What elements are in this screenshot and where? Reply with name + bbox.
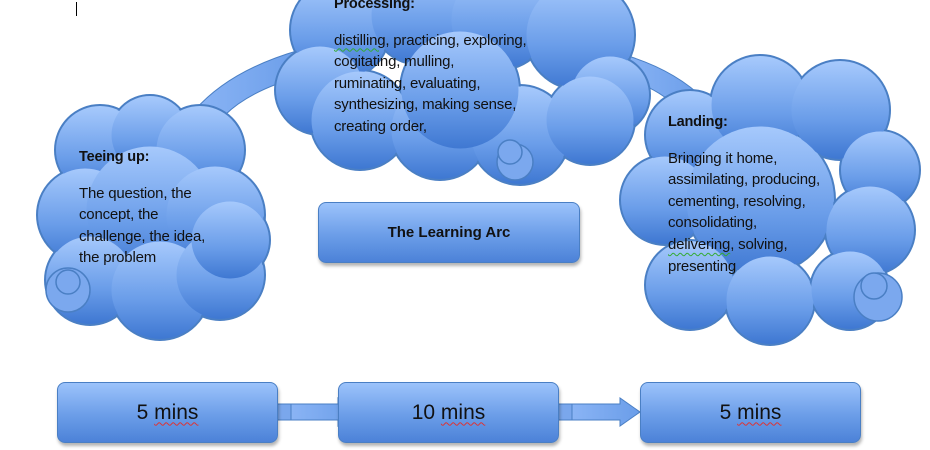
timeline-step-2: 10 mins (338, 382, 559, 443)
landing-line: Bringing it home, (668, 149, 778, 167)
teeing-line: concept, the (79, 206, 159, 224)
timeline-step-3: 5 mins (640, 382, 861, 443)
landing-cloud: Landing: Bringing it home, assimilating,… (668, 112, 820, 277)
step-value: 5 (136, 400, 149, 424)
timeline-step-1: 5 mins (57, 382, 278, 443)
teeing-up-shape (36, 94, 271, 341)
landing-line: , solving, (730, 235, 788, 253)
landing-word: delivering (668, 235, 731, 253)
landing-heading: Landing: (668, 114, 728, 130)
processing-line: synthesizing, making sense, (334, 96, 517, 114)
thought-bubble-icon (497, 139, 523, 165)
processing-line: creating order, (334, 117, 427, 135)
landing-line: presenting (668, 257, 737, 275)
teeing-up-cloud: Teeing up: The question, the concept, th… (79, 147, 205, 269)
thought-bubble-icon (55, 269, 81, 295)
teeing-up-heading: Teeing up: (79, 149, 150, 165)
processing-line: ruminating, evaluating, (334, 74, 481, 92)
learning-arc-label-box: The Learning Arc (318, 202, 580, 263)
step-unit: mins (154, 400, 199, 424)
text-cursor (76, 2, 77, 16)
processing-shape (274, 0, 651, 186)
processing-line: , practicing, exploring, (385, 31, 527, 49)
step-value: 5 (719, 400, 732, 424)
landing-line: assimilating, producing, (668, 171, 820, 189)
teeing-line: The question, the (79, 184, 192, 202)
step-unit: mins (737, 400, 782, 424)
step-value: 10 (411, 400, 436, 424)
teeing-line: challenge, the idea, (79, 227, 206, 245)
learning-arc-label: The Learning Arc (387, 224, 511, 241)
processing-line: cogitating, mulling, (334, 53, 455, 71)
processing-heading: Processing: (334, 0, 415, 12)
thought-bubble-icon (860, 272, 888, 300)
landing-line: consolidating, (668, 214, 757, 232)
teeing-line: the problem (79, 249, 157, 267)
arrow-2 (557, 397, 641, 427)
landing-line: cementing, resolving, (668, 192, 806, 210)
step-unit: mins (440, 400, 486, 424)
landing-shape (619, 54, 921, 346)
processing-cloud: Processing: distilling, practicing, expl… (334, 0, 527, 138)
processing-word: distilling (334, 31, 386, 49)
